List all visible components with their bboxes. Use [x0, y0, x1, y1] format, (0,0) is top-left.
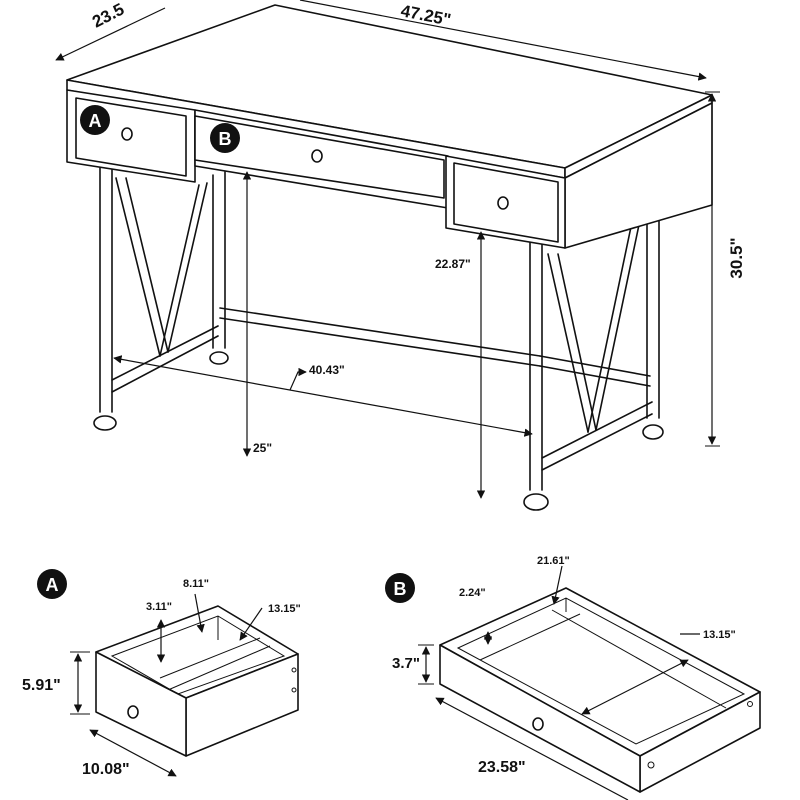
drawer-b-front-height-label: 3.7": [392, 655, 420, 672]
drawer-knob: [497, 196, 509, 210]
drawer-knob: [311, 149, 323, 163]
callout-badge-b: B: [210, 123, 240, 153]
height-label: 30.5": [727, 237, 746, 278]
callout-badge-a: A: [80, 105, 110, 135]
back-right-leg: [642, 205, 664, 440]
drawer-a-badge: A: [37, 569, 67, 599]
svg-text:A: A: [46, 575, 59, 595]
drawer-a-front-width-label: 10.08": [82, 761, 130, 778]
svg-text:B: B: [394, 579, 407, 599]
inner-width-label: 40.43": [309, 363, 345, 377]
drawer-b-badge: B: [385, 573, 415, 603]
svg-text:A: A: [89, 111, 102, 131]
drawer-b-front-width-label: 23.58": [478, 759, 526, 776]
drawer-b-detail: B 3.7" 23.58" 2.24" 21.61" 13.15": [385, 555, 761, 800]
center-drawer: [194, 109, 449, 209]
drawer-b-inner-width-label: 21.61": [537, 555, 570, 567]
depth-label: 23.5: [89, 0, 127, 32]
back-left-leg: [209, 171, 229, 365]
desk-illustration: A B 23.5 47.25" 30.5" 22.87": [55, 0, 746, 511]
drawer-knob: [121, 127, 133, 141]
knee-height-label: 25": [253, 441, 272, 455]
drawer-knob: [127, 705, 139, 719]
drawer-b-inner-depth-label: 13.15": [703, 629, 736, 641]
right-leg-frame: [523, 219, 653, 511]
back-stretcher: [219, 307, 651, 387]
drawer-a-front-height-label: 5.91": [22, 677, 61, 694]
left-leg-frame: [93, 167, 219, 431]
drawer-b-inner-height-label: 2.24": [459, 587, 486, 599]
svg-text:B: B: [219, 129, 232, 149]
drawer-knob: [532, 717, 544, 731]
drawer-a-detail: A 5.91" 10.08" 3.11" 8.11" 13.15": [22, 569, 301, 778]
drawer-a-inner-width-label: 8.11": [183, 578, 209, 590]
drawer-a-inner-depth-label: 13.15": [268, 603, 301, 615]
leg-clearance-label: 22.87": [435, 257, 471, 271]
desk-dimension-lines: [55, 0, 720, 499]
drawer-a-inner-height-label: 3.11": [146, 601, 172, 613]
right-drawer-case: [445, 155, 566, 249]
width-label: 47.25": [399, 1, 452, 29]
